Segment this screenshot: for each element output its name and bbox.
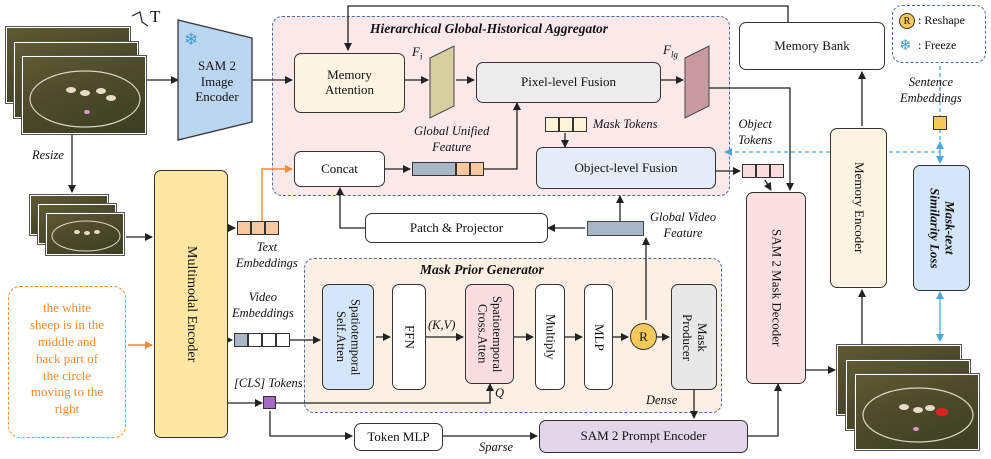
sparse-label: Sparse xyxy=(479,440,514,454)
concat-block: Concat xyxy=(294,151,385,187)
mask-token xyxy=(559,117,573,132)
sentence-embedding-token xyxy=(933,116,947,130)
mask-tokens-label: Mask Tokens xyxy=(593,117,658,131)
mpg-title: Mask Prior Generator xyxy=(420,262,544,277)
memory-encoder: Memory Encoder xyxy=(830,128,887,288)
mlp-block: MLP xyxy=(584,284,613,390)
st-self-label: Spatiotemporal Self.Atten xyxy=(334,298,363,376)
mlp-label: MLP xyxy=(591,323,607,351)
text-token xyxy=(265,221,279,235)
prompt-encoder: SAM 2 Prompt Encoder xyxy=(539,420,748,453)
sentence-embeddings-label: Sentence Embeddings xyxy=(900,75,962,106)
st-cross-attention: Spatiotemporal Cross.Atten xyxy=(465,284,514,384)
pixel-level-fusion: Pixel-level Fusion xyxy=(476,62,661,103)
output-frame-3 xyxy=(854,373,980,451)
st-cross-label: Spatiotemporal Cross.Atten xyxy=(475,295,504,373)
text-token xyxy=(251,221,265,235)
memory-attention-label: Memory Attention xyxy=(324,67,375,97)
text-token xyxy=(237,221,251,235)
multimodal-encoder: Multimodal Encoder xyxy=(154,170,228,438)
global-video-feature xyxy=(587,221,644,236)
global-video-feature-label: Global Video Feature xyxy=(650,210,717,240)
hgha-title: Hierarchical Global-Historical Aggregato… xyxy=(370,21,608,36)
sheep-scene-icon xyxy=(29,70,141,128)
object-token xyxy=(742,164,756,178)
resize-label: Resize xyxy=(32,148,64,162)
segmented-sheep-icon xyxy=(862,387,974,443)
object-token xyxy=(770,164,784,178)
video-token xyxy=(262,333,276,347)
legend-reshape-label: : Reshape xyxy=(918,13,965,27)
resized-frame-3 xyxy=(45,212,125,256)
object-tokens-label: Object Tokens xyxy=(738,117,773,147)
cls-tokens-label: [CLS] Tokens xyxy=(234,376,303,390)
snowflake-icon: ❄ xyxy=(184,30,199,49)
token-mlp-label: Token MLP xyxy=(367,428,430,444)
mask-decoder: SAM 2 Mask Decoder xyxy=(746,192,806,384)
multiply-label: Multiply xyxy=(543,314,559,360)
mask-producer-label: Mask Producer xyxy=(680,313,710,361)
ffn-block: FFN xyxy=(392,284,426,390)
fi-feature-map xyxy=(429,45,455,119)
image-encoder-shape xyxy=(177,19,253,141)
input-frame-3 xyxy=(21,55,147,135)
mask-token xyxy=(573,117,587,132)
freeze-legend-icon: ❄ xyxy=(899,38,912,54)
prompt-encoder-label: SAM 2 Prompt Encoder xyxy=(580,428,707,444)
reshape-legend-icon: R xyxy=(899,13,915,29)
flg-feature-map xyxy=(684,45,710,119)
video-token xyxy=(248,333,262,347)
time-brace-icon xyxy=(131,11,149,27)
memory-attention: Memory Attention xyxy=(294,53,405,113)
dense-label: Dense xyxy=(646,393,678,407)
mask-decoder-label: SAM 2 Mask Decoder xyxy=(769,229,785,347)
pixel-fusion-label: Pixel-level Fusion xyxy=(521,74,616,90)
memory-bank-label: Memory Bank xyxy=(774,37,850,53)
flg-label: Flg xyxy=(663,42,678,60)
memory-bank: Memory Bank xyxy=(739,22,885,70)
mask-token xyxy=(545,117,559,132)
similarity-loss: Mask-text Similarity Loss xyxy=(913,165,970,291)
reshape-r-icon: R xyxy=(630,323,657,350)
concat-label: Concat xyxy=(321,160,358,176)
legend-freeze-label: : Freeze xyxy=(918,38,957,52)
cls-token xyxy=(263,396,276,409)
guf-token xyxy=(456,162,470,176)
query-text: the white sheep is in the middle and bac… xyxy=(29,300,104,417)
query-text-box xyxy=(8,286,126,438)
multiply-block: Multiply xyxy=(535,284,565,390)
patch-projector: Patch & Projector xyxy=(365,213,548,243)
guf-token xyxy=(470,162,484,176)
object-token xyxy=(756,164,770,178)
memory-encoder-label: Memory Encoder xyxy=(851,162,867,254)
video-embeddings-label: Video Embeddings xyxy=(232,290,294,320)
object-level-fusion: Object-level Fusion xyxy=(536,147,716,189)
sheep-scene-small-icon xyxy=(51,220,121,252)
object-fusion-label: Object-level Fusion xyxy=(574,159,678,175)
token-mlp: Token MLP xyxy=(354,423,443,451)
kv-label: (K,V) xyxy=(428,318,456,332)
st-self-attention: Spatiotemporal Self.Atten xyxy=(322,284,374,390)
video-token xyxy=(234,333,248,347)
text-embeddings-label: Text Embeddings xyxy=(236,240,298,270)
global-unified-feature-label: Global Unified Feature xyxy=(414,124,490,154)
ffn-label: FFN xyxy=(402,325,418,349)
video-token xyxy=(276,333,290,347)
fi-label: Fi xyxy=(412,44,423,62)
time-label: T xyxy=(150,7,161,26)
q-label: Q xyxy=(495,386,505,400)
guf-token xyxy=(412,162,456,176)
multimodal-encoder-label: Multimodal Encoder xyxy=(184,245,200,363)
image-encoder-label: SAM 2 Image Encoder xyxy=(195,58,239,105)
similarity-loss-label: Mask-text Similarity Loss xyxy=(927,187,958,269)
mask-producer: Mask Producer xyxy=(671,284,717,390)
patch-projector-label: Patch & Projector xyxy=(409,219,504,235)
